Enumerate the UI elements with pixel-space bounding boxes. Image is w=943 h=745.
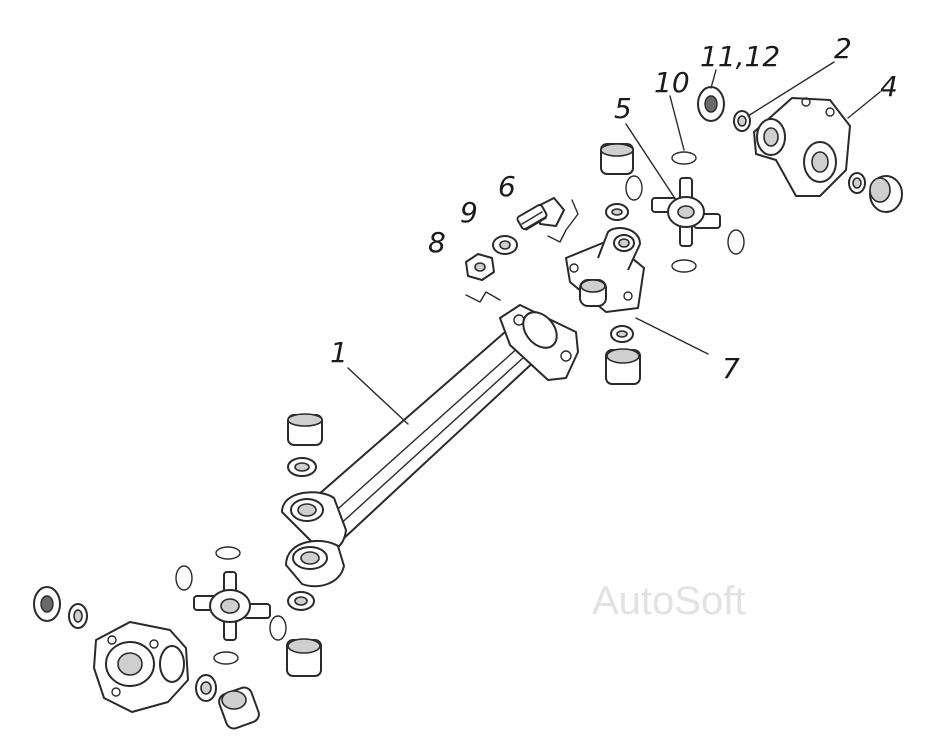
leader-lines (347, 61, 881, 425)
callout-2: 2 (834, 32, 852, 65)
watermark-text: AutoSoft (592, 579, 745, 623)
callout-1: 1 (330, 336, 348, 369)
callout-10: 10 (654, 66, 690, 99)
lower-cross (193, 571, 271, 641)
lower-snap-rings (175, 546, 287, 665)
callout-7: 7 (722, 352, 740, 385)
callout-5: 5 (614, 92, 632, 125)
callout-9: 9 (460, 196, 478, 229)
upper-right-cups (697, 86, 903, 213)
callout-6: 6 (498, 170, 516, 203)
upper-cross (651, 177, 721, 247)
lower-left-cups (33, 586, 88, 629)
support-bracket (565, 227, 645, 313)
callout-11-12: 11,12 (700, 40, 780, 73)
shaft-flange (499, 304, 579, 381)
lower-flange-yoke (93, 621, 189, 713)
washer (492, 235, 518, 255)
bolt (516, 197, 565, 231)
nut (465, 253, 495, 281)
fastener-brackets (465, 199, 579, 303)
upper-yoke (753, 97, 851, 197)
callout-4: 4 (880, 70, 898, 103)
callout-8: 8 (428, 226, 446, 259)
lower-bearing-cups (195, 413, 323, 730)
upper-snap-rings (625, 151, 745, 273)
shaft-yoke (281, 491, 347, 588)
upper-bearing-cups (600, 143, 641, 385)
